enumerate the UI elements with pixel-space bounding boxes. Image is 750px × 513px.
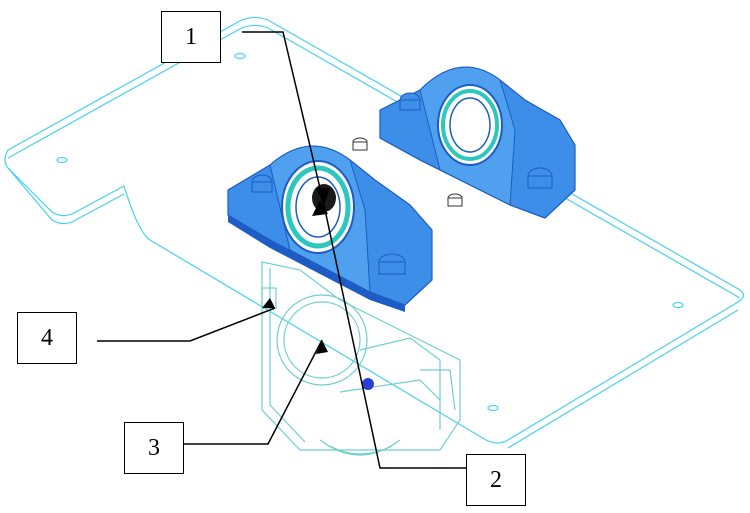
hex-nut-icon — [352, 137, 463, 207]
mounting-plate — [4, 16, 745, 449]
callout-2: 2 — [466, 454, 526, 506]
callout-4: 4 — [17, 312, 77, 364]
pillow-block-bearing-front — [227, 145, 433, 312]
dark-bolt-icon — [362, 378, 374, 390]
callout-2-label: 2 — [490, 466, 502, 493]
callout-3: 3 — [124, 422, 184, 474]
callout-1-label: 1 — [185, 23, 197, 50]
leader-arrowheads — [262, 188, 330, 354]
callout-3-label: 3 — [148, 434, 160, 461]
callout-4-label: 4 — [41, 324, 53, 351]
leader-lines — [97, 31, 466, 469]
callout-1: 1 — [161, 11, 221, 63]
pillow-block-bearing-rear — [379, 66, 576, 219]
gear-housing — [261, 261, 461, 456]
